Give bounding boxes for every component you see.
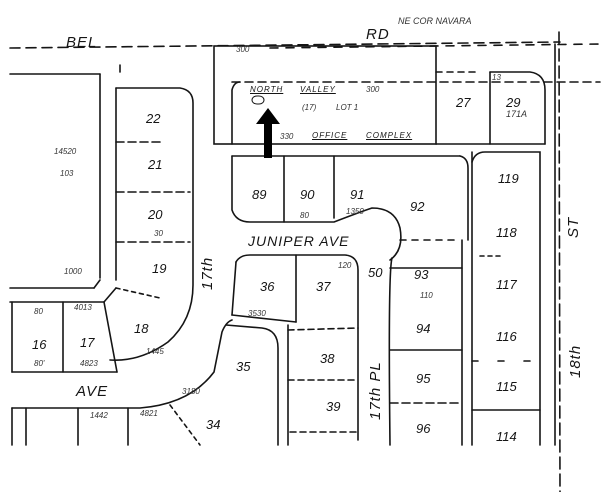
- parcel-note-300: 300: [366, 85, 380, 94]
- dim-3180: 3180: [182, 387, 200, 396]
- street-label-ave: AVE: [76, 383, 109, 400]
- street-label-juniper-ave: JUNIPER AVE: [248, 233, 350, 249]
- lot-89: 89: [252, 187, 267, 202]
- lot-50: 50: [368, 265, 383, 280]
- dim-1442: 1442: [90, 411, 108, 420]
- lot-115: 115: [496, 379, 517, 394]
- street-label-st: ST: [565, 216, 582, 238]
- street-label-18th: 18th: [567, 344, 584, 378]
- lot-36: 36: [260, 279, 275, 294]
- parcel-note-north: NORTH: [250, 85, 284, 94]
- dim-4821: 4821: [140, 409, 158, 418]
- lot-94: 94: [416, 321, 431, 336]
- lot-93: 93: [414, 267, 429, 282]
- street-label-bell: BEL: [66, 34, 98, 51]
- lot-21: 21: [148, 157, 163, 172]
- left-103: 103: [60, 169, 74, 178]
- lot-29: 29: [506, 95, 521, 110]
- lot-114: 114: [496, 429, 517, 444]
- north-arrow-icon: [256, 108, 280, 158]
- dim-80-lot16-top: 80: [34, 307, 43, 316]
- lot-118: 118: [496, 225, 517, 240]
- lot-96: 96: [416, 421, 431, 436]
- lot-91: 91: [350, 187, 365, 202]
- office-complex-parcel: [213, 45, 437, 145]
- lot-95: 95: [416, 371, 431, 386]
- street-label-rd: RD: [366, 26, 390, 43]
- lot-117: 117: [496, 277, 517, 292]
- dim-1445: 1445: [146, 347, 164, 356]
- dim-120: 120: [338, 261, 352, 270]
- dim-300-top: 300: [236, 45, 250, 54]
- dim-30: 30: [154, 229, 163, 238]
- acreage-left: 14520: [54, 147, 77, 156]
- lot-37: 37: [316, 279, 331, 294]
- dim-110: 110: [420, 291, 433, 300]
- street-label-17th-pl: 17th PL: [367, 361, 384, 420]
- lot-90: 90: [300, 187, 315, 202]
- bell-rd-centerline: [9, 41, 561, 49]
- lot-35: 35: [236, 359, 251, 374]
- lot-119: 119: [498, 171, 519, 186]
- parcel-note-circled: (17): [302, 103, 317, 112]
- lot-92: 92: [410, 199, 425, 214]
- lot-16: 16: [32, 337, 47, 352]
- lot-29-sub: 171A: [506, 109, 528, 119]
- dim-4013: 4013: [74, 303, 92, 312]
- parcel-note-complex: COMPLEX: [366, 131, 413, 140]
- left-1000: 1000: [64, 267, 82, 276]
- dim-13: 13: [492, 73, 501, 82]
- parcel-note-330: 330: [280, 132, 294, 141]
- lot-22: 22: [146, 111, 161, 126]
- parcel-note-valley: VALLEY: [300, 85, 336, 94]
- street-label-17th: 17th: [199, 256, 216, 290]
- dim-80-juniper: 80: [300, 211, 309, 220]
- parcel-note-office: OFFICE: [312, 131, 348, 140]
- lot-116: 116: [496, 329, 517, 344]
- lot-19: 19: [152, 261, 167, 276]
- parcel-note-lot: LOT 1: [336, 103, 359, 112]
- lot-20: 20: [148, 207, 163, 222]
- lot-17: 17: [80, 335, 95, 350]
- lot-38: 38: [320, 351, 335, 366]
- dim-80-lot16-bottom: 80': [34, 359, 45, 368]
- lot-34: 34: [206, 417, 221, 432]
- corner-note: NE COR NAVARA: [398, 16, 472, 26]
- circled-marker: [251, 95, 265, 105]
- lot-27: 27: [456, 95, 471, 110]
- lot-39: 39: [326, 399, 341, 414]
- dim-1350: 1350: [346, 207, 364, 216]
- dim-4823: 4823: [80, 359, 98, 368]
- lot-18: 18: [134, 321, 149, 336]
- dim-3530: 3530: [248, 309, 266, 318]
